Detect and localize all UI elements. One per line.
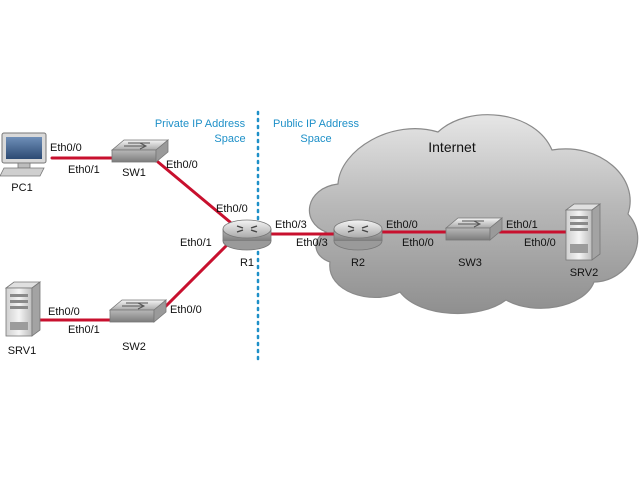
router-icon	[333, 219, 383, 251]
device-sw1[interactable]: SW1	[110, 139, 170, 179]
device-r2[interactable]: R2	[333, 219, 383, 269]
sw3-label: SW3	[458, 257, 482, 269]
link-sw2-r1	[158, 238, 234, 314]
device-srv2[interactable]: SRV2	[564, 203, 602, 279]
if-sw2-eth0-0: Eth0/0	[170, 304, 202, 316]
device-pc1[interactable]: PC1	[0, 132, 47, 194]
switch-icon	[444, 217, 504, 241]
server-tower-icon	[564, 203, 602, 261]
sw1-label: SW1	[122, 167, 146, 179]
if-srv1-eth0-0: Eth0/0	[48, 306, 80, 318]
router-icon	[222, 219, 272, 251]
desktop-pc-icon	[0, 132, 47, 177]
internet-cloud: Internet	[308, 114, 639, 314]
if-r2-eth0-3: Eth0/3	[296, 237, 328, 249]
zone-public-line1: Public IP Address	[273, 118, 360, 130]
link-sw1-r1	[156, 160, 232, 224]
if-sw1-eth0-0: Eth0/0	[166, 159, 198, 171]
switch-icon	[108, 299, 168, 323]
device-srv1[interactable]: SRV1	[4, 281, 42, 357]
pc1-label: PC1	[11, 182, 32, 194]
if-r1-eth0-1: Eth0/1	[180, 237, 212, 249]
zone-private-label: Private IP Address Space	[155, 118, 246, 145]
interface-labels: Eth0/0 Eth0/1 Eth0/0 Eth0/0 Eth0/0 Eth0/…	[48, 142, 556, 336]
r2-label: R2	[351, 257, 365, 269]
if-sw2-eth0-1: Eth0/1	[68, 324, 100, 336]
server-tower-icon	[4, 281, 42, 337]
if-sw3-eth0-1: Eth0/1	[506, 219, 538, 231]
if-sw1-eth0-1: Eth0/1	[68, 164, 100, 176]
if-pc1-eth0-0: Eth0/0	[50, 142, 82, 154]
links	[38, 156, 570, 322]
srv1-label: SRV1	[8, 345, 37, 357]
r1-label: R1	[240, 257, 254, 269]
zone-public-line2: Space	[300, 133, 331, 145]
if-sw3-eth0-0: Eth0/0	[402, 237, 434, 249]
device-r1[interactable]: R1	[222, 219, 272, 269]
if-r1-eth0-3: Eth0/3	[275, 219, 307, 231]
if-r2-eth0-0: Eth0/0	[386, 219, 418, 231]
if-r1-eth0-0: Eth0/0	[216, 203, 248, 215]
device-sw3[interactable]: SW3	[444, 217, 504, 269]
srv2-label: SRV2	[570, 267, 599, 279]
zone-private-line2: Space	[214, 133, 245, 145]
zone-private-line1: Private IP Address	[155, 118, 246, 130]
sw2-label: SW2	[122, 341, 146, 353]
internet-label: Internet	[428, 139, 476, 155]
device-sw2[interactable]: SW2	[108, 299, 168, 353]
if-srv2-eth0-0: Eth0/0	[524, 237, 556, 249]
switch-icon	[110, 139, 170, 163]
zone-public-label: Public IP Address Space	[273, 118, 360, 145]
